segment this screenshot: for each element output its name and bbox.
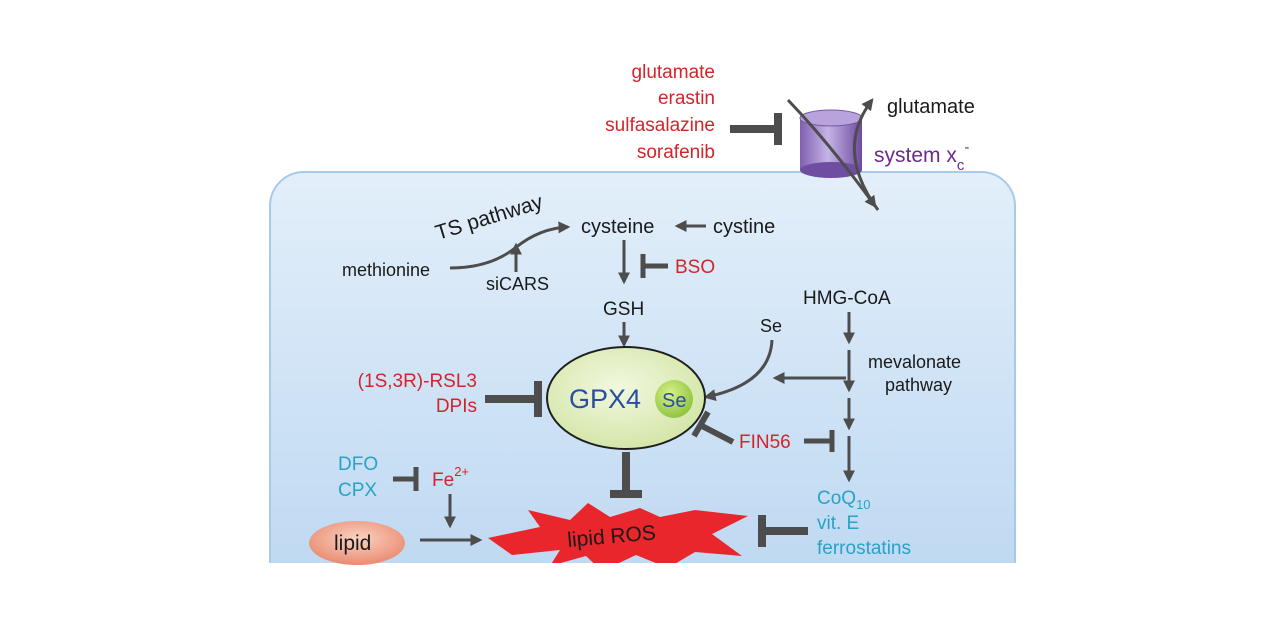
- label-se-bound: Se: [662, 390, 686, 412]
- inhibit-gpx4-lipid-ros: [610, 452, 642, 498]
- system-xc-superscript: -: [964, 139, 969, 156]
- label-coq10: CoQ10: [817, 488, 871, 512]
- lipid-ros-burst: [488, 503, 748, 563]
- system-xc-subscript: c: [957, 157, 965, 174]
- se-to-gpx4-arrow: [703, 339, 774, 401]
- label-dfo: DFO: [338, 454, 378, 475]
- coq10-subscript: 10: [856, 497, 870, 512]
- label-sulfasalazine: sulfasalazine: [605, 115, 715, 136]
- label-methionine: methionine: [342, 260, 430, 280]
- label-se-free: Se: [760, 316, 782, 336]
- system-xc-transporter: [786, 98, 880, 211]
- inhibit-fin56-mevalonate: [804, 430, 835, 452]
- glutamate-export-arrow: [853, 98, 880, 211]
- label-lipid: lipid: [334, 532, 371, 555]
- label-pathway: pathway: [885, 375, 952, 395]
- label-rsl3: (1S,3R)-RSL3: [358, 371, 477, 392]
- label-cystine: cystine: [713, 216, 775, 238]
- label-gpx4: GPX4: [569, 384, 641, 414]
- label-bso: BSO: [675, 257, 715, 278]
- label-glutamate-out: glutamate: [887, 96, 975, 118]
- lipid-blob: [309, 521, 405, 565]
- inhibit-fin56-gpx4: [691, 410, 735, 445]
- label-hmg-coa: HMG-CoA: [803, 288, 891, 309]
- label-sicars: siCARS: [486, 274, 549, 294]
- inhibit-rsl3: [485, 381, 542, 417]
- label-cysteine: cysteine: [581, 216, 654, 238]
- label-fe: Fe2+: [432, 464, 469, 491]
- fe-symbol: Fe: [432, 470, 454, 491]
- inhibit-bso: [640, 254, 668, 278]
- gpx4-enzyme: [546, 346, 706, 450]
- label-vit-e: vit. E: [817, 513, 859, 534]
- label-gsh: GSH: [603, 299, 644, 320]
- label-cpx: CPX: [338, 480, 377, 501]
- inhibit-iron: [393, 467, 419, 491]
- label-ferrostatins: ferrostatins: [817, 538, 911, 559]
- label-glutamate-extracellular: glutamate: [632, 62, 715, 83]
- label-system-xc: system xc-: [874, 139, 969, 174]
- coq10-main: CoQ: [817, 488, 856, 509]
- fe-charge: 2+: [454, 464, 469, 479]
- label-fin56: FIN56: [739, 432, 791, 453]
- system-xc-main: system x: [874, 144, 957, 167]
- selenium-residue: [655, 380, 693, 418]
- inhibit-lipid-ros: [758, 515, 808, 547]
- label-mevalonate: mevalonate: [868, 352, 961, 372]
- label-dpis: DPIs: [436, 396, 477, 417]
- inhibit-system-xc: [730, 113, 782, 145]
- label-sorafenib: sorafenib: [637, 142, 715, 163]
- label-erastin: erastin: [658, 88, 715, 109]
